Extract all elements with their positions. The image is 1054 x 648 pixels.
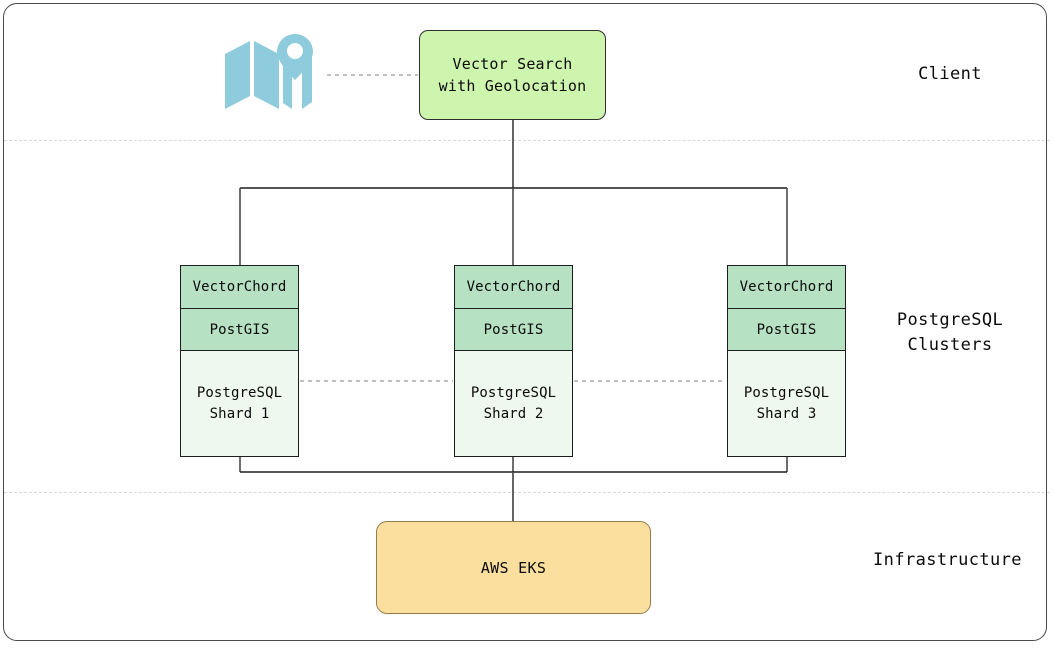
lane-divider-clusters-infrastructure [4, 492, 1050, 493]
shard-1-extension-postgis: PostGIS [181, 309, 298, 351]
node-aws-eks-label: AWS EKS [480, 558, 547, 577]
node-vector-search-with-geolocation[interactable]: Vector Search with Geolocation [419, 30, 606, 120]
node-vector-search-label: Vector Search with Geolocation [438, 55, 587, 95]
node-aws-eks[interactable]: AWS EKS [376, 521, 651, 614]
lane-label-postgresql-clusters: PostgreSQL Clusters [896, 310, 1004, 355]
shard-3-extension-postgis: PostGIS [728, 309, 845, 351]
shard-2-extension-postgis: PostGIS [455, 309, 572, 351]
lane-label-client: Client [918, 64, 982, 84]
map-location-pin-icon [225, 34, 313, 109]
shard-2-body-label: PostgreSQL Shard 2 [455, 351, 572, 456]
node-postgresql-shard-1[interactable]: VectorChord PostGIS PostgreSQL Shard 1 [180, 265, 299, 457]
shard-3-body-label: PostgreSQL Shard 3 [728, 351, 845, 456]
shard-1-extension-vectorchord: VectorChord [181, 266, 298, 309]
node-postgresql-shard-2[interactable]: VectorChord PostGIS PostgreSQL Shard 2 [454, 265, 573, 457]
shard-1-body-label: PostgreSQL Shard 1 [181, 351, 298, 456]
shard-2-extension-vectorchord: VectorChord [455, 266, 572, 309]
lane-label-infrastructure: Infrastructure [873, 550, 1022, 570]
shard-3-extension-vectorchord: VectorChord [728, 266, 845, 309]
lane-divider-client-clusters [4, 140, 1050, 141]
node-postgresql-shard-3[interactable]: VectorChord PostGIS PostgreSQL Shard 3 [727, 265, 846, 457]
